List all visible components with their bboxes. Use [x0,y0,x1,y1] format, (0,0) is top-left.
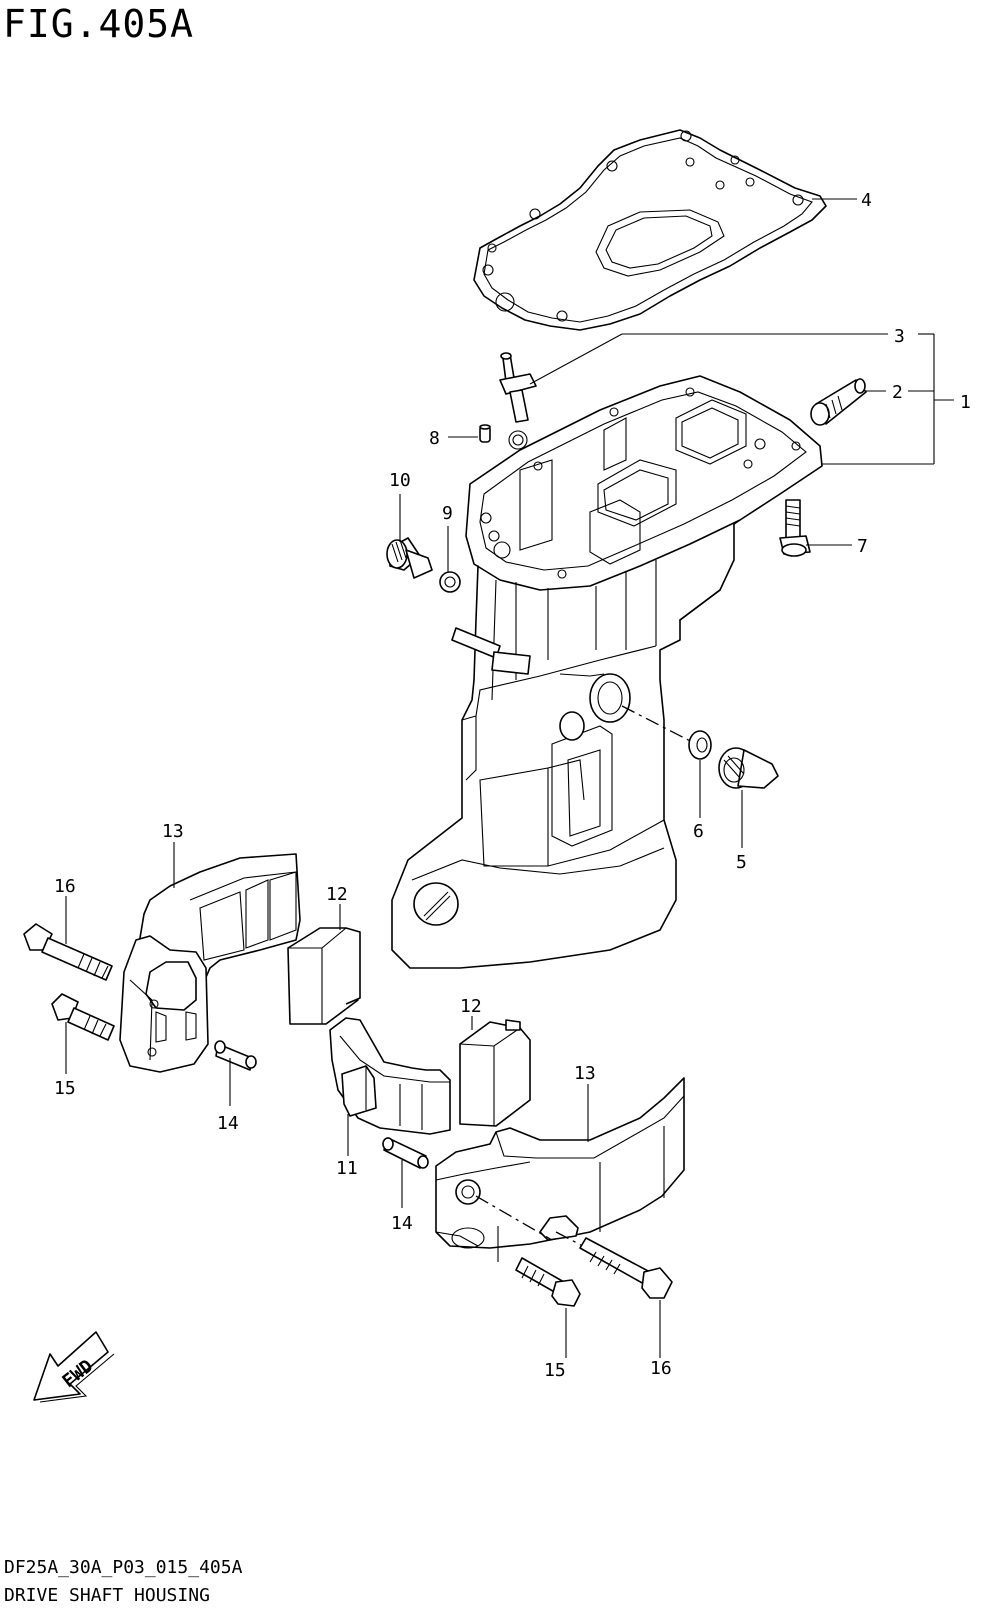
callout-15-upper: 15 [54,1078,76,1099]
bolt-part-7[interactable] [779,499,811,557]
callout-6: 6 [693,821,704,842]
drive-shaft-housing-part-1[interactable] [391,375,823,969]
mount-rubber-part-12-right[interactable] [459,1019,531,1127]
washer-part-6[interactable] [688,730,712,760]
plug-part-10[interactable] [386,537,433,579]
callout-9: 9 [442,503,453,524]
callout-11: 11 [336,1158,358,1179]
callout-13-lower: 13 [574,1063,596,1084]
callout-16-upper: 16 [54,876,76,897]
callout-16-lower: 16 [650,1358,672,1379]
dowel-pin-part-8[interactable] [479,424,491,443]
callout-4: 4 [861,190,872,211]
callout-15-lower: 15 [544,1360,566,1381]
part-1-bracket [812,333,954,465]
callout-7: 7 [857,536,868,557]
washer-part-9[interactable] [439,571,461,593]
callout-13-upper: 13 [162,821,184,842]
callout-3: 3 [894,326,905,347]
callout-1: 1 [960,392,971,413]
callout-14-upper: 14 [217,1113,239,1134]
bolt-part-15-lower[interactable] [515,1257,581,1307]
gasket-part-4[interactable] [473,129,827,331]
mount-cover-part-11[interactable] [329,1017,451,1135]
figure-title: FIG.405A [3,2,195,46]
pin-part-14-upper[interactable] [214,1040,257,1071]
long-bolt-part-16-lower[interactable] [579,1237,673,1299]
callout-5: 5 [736,852,747,873]
callout-2: 2 [892,382,903,403]
mount-rubber-part-12-left[interactable] [287,927,361,1025]
callout-12-left: 12 [326,884,348,905]
bolt-part-15-upper[interactable] [51,993,115,1041]
mount-bracket-part-13-lower[interactable] [435,1077,685,1249]
pin-part-14-lower[interactable] [382,1137,429,1169]
water-tube-part-3[interactable] [499,352,537,423]
callout-12-right: 12 [460,996,482,1017]
figure-name: DRIVE SHAFT HOUSING [4,1585,210,1606]
nipple-part-2[interactable] [810,378,867,426]
figure-code: DF25A_30A_P03_015_405A [4,1557,243,1578]
fwd-arrow-icon: FWD [33,1331,115,1403]
long-bolt-part-16-upper[interactable] [23,923,113,981]
callout-14-lower: 14 [391,1213,413,1234]
mount-bracket-part-13-upper[interactable] [119,853,301,1073]
callout-10: 10 [389,470,411,491]
callout-8: 8 [429,428,440,449]
plug-part-5[interactable] [718,747,779,789]
